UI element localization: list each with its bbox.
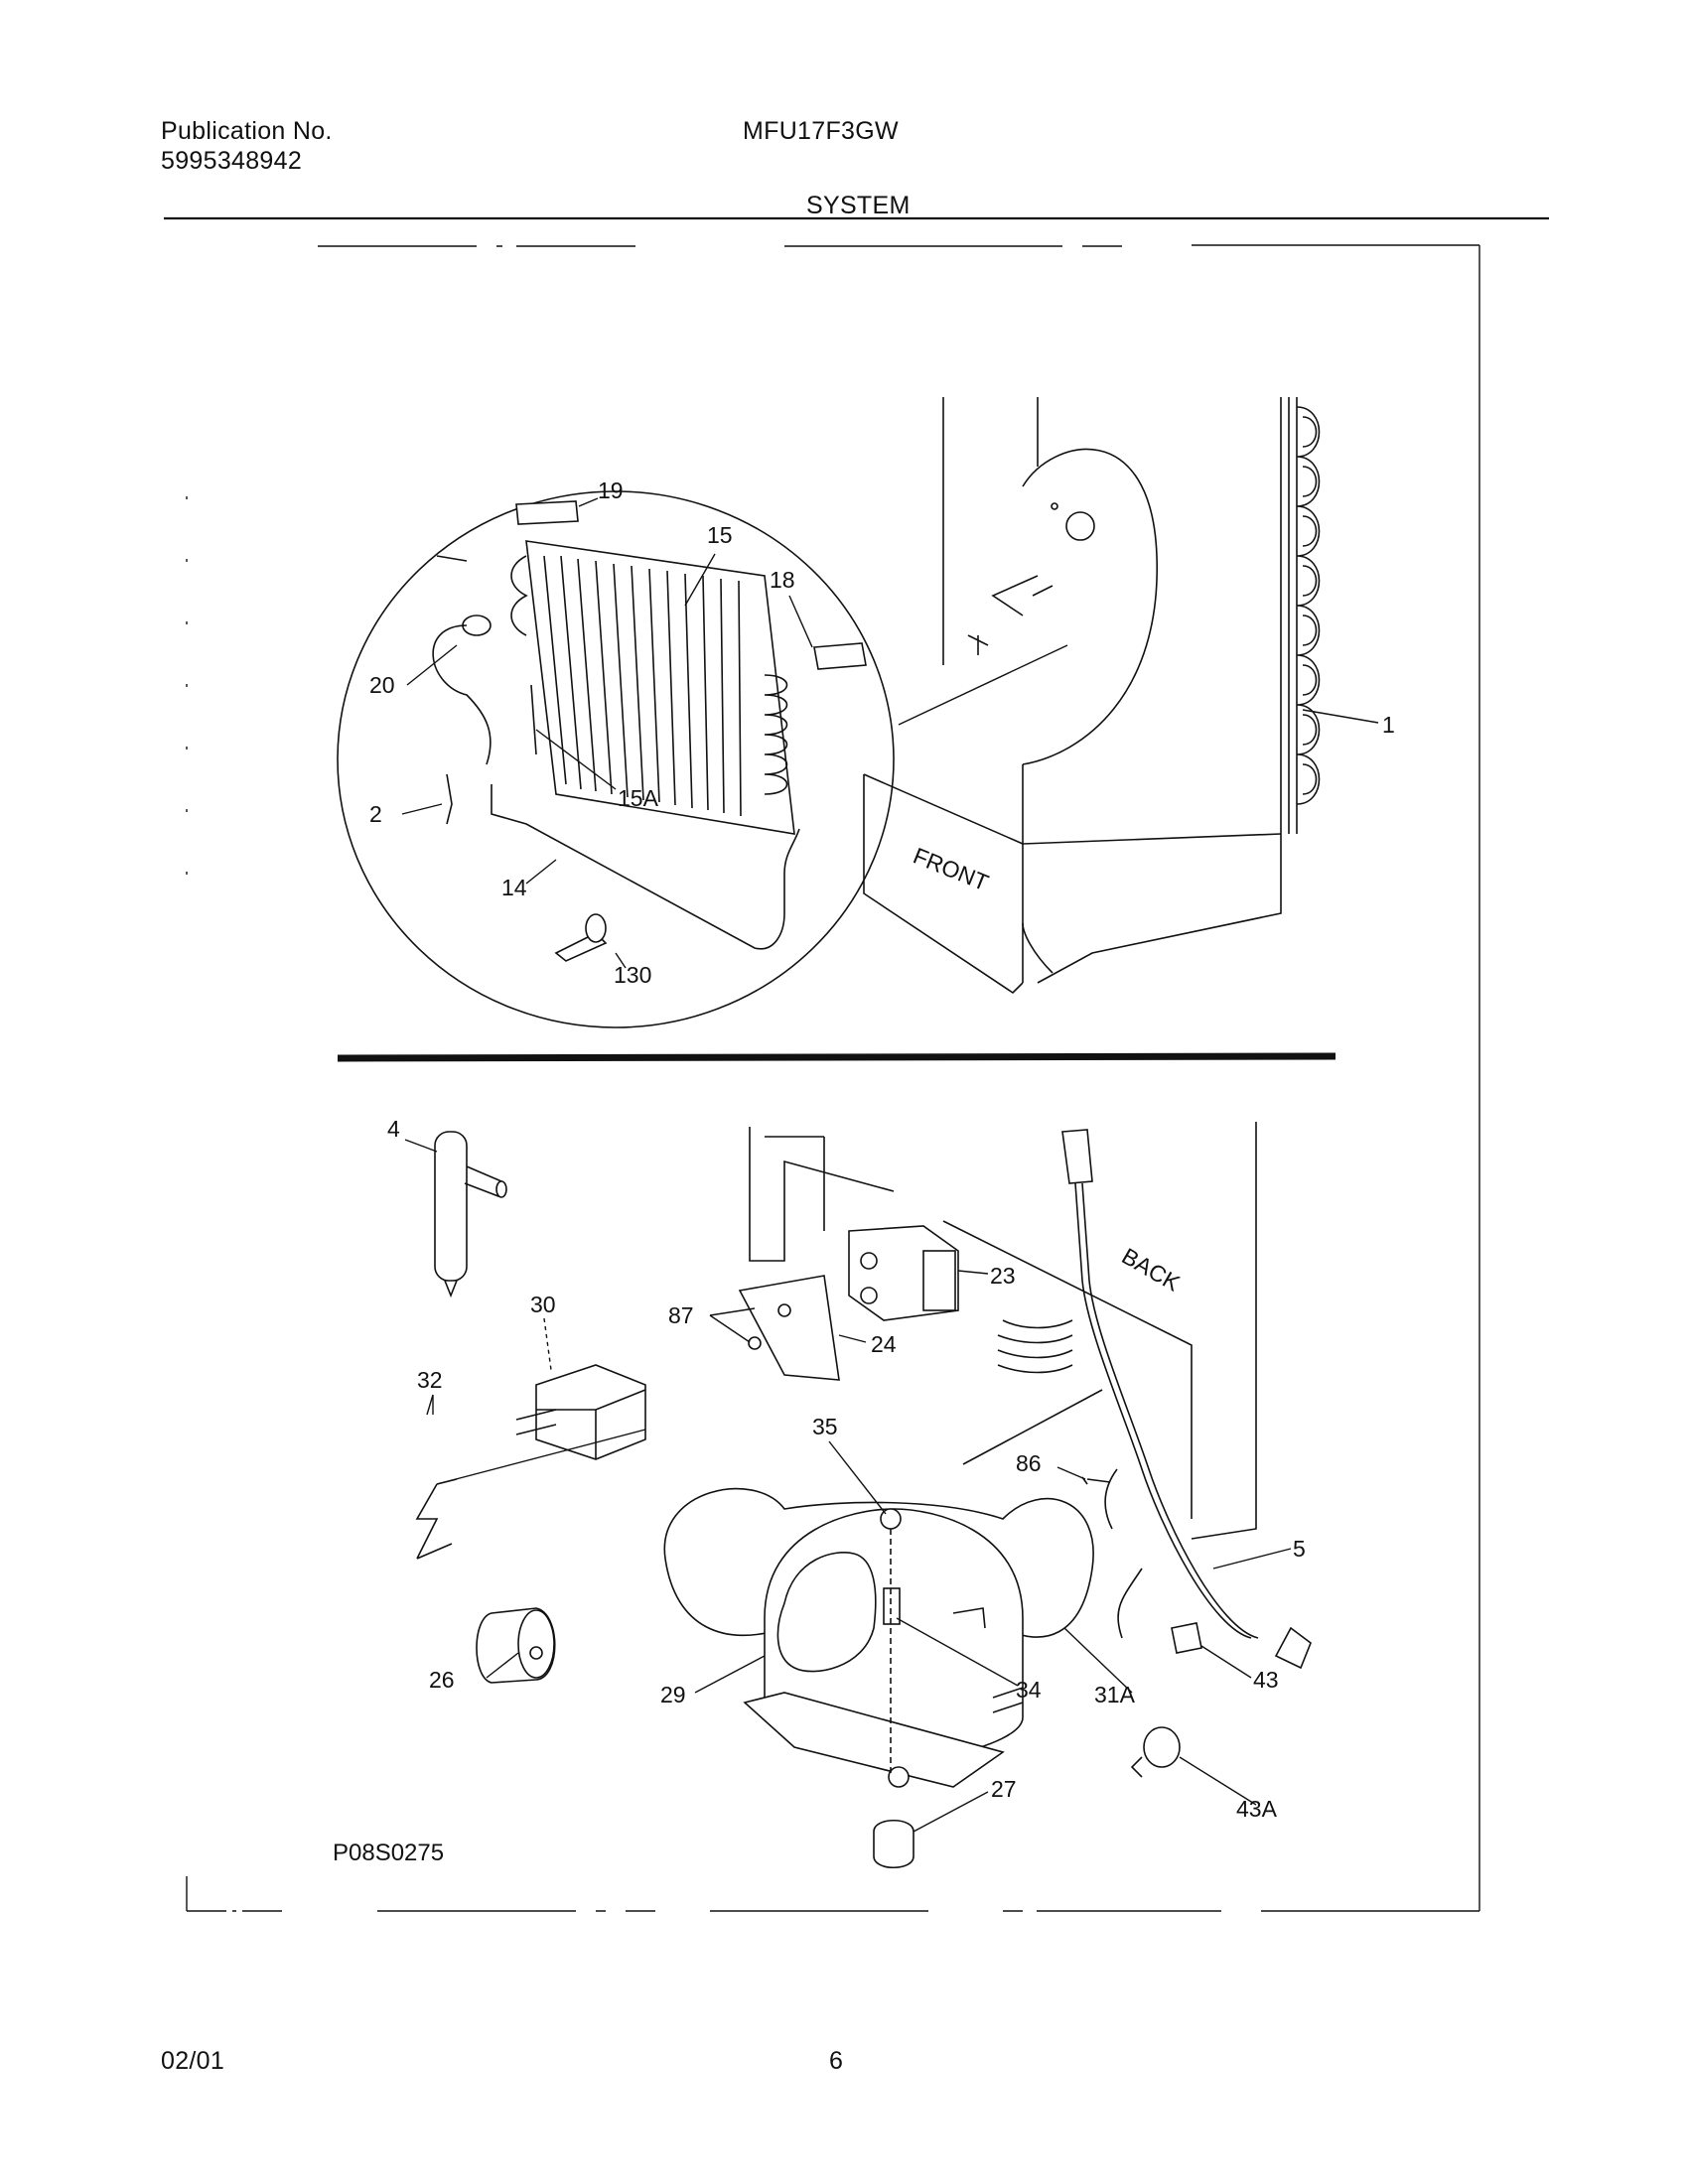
upper-leaders	[401, 497, 1379, 969]
publication-number: 5995348942	[161, 147, 303, 175]
callout-86: 86	[1016, 1450, 1042, 1476]
pad-19	[515, 500, 579, 525]
callout-43: 43	[1253, 1667, 1279, 1693]
callout-19: 19	[598, 478, 624, 503]
callout-87: 87	[668, 1302, 694, 1328]
callout-2: 2	[369, 801, 382, 827]
sensor-20	[432, 555, 492, 765]
callout-31a: 31A	[1094, 1682, 1136, 1707]
condenser-coil	[1280, 397, 1321, 834]
page-number: 6	[829, 2047, 844, 2075]
grommet-34-screw-35	[880, 1508, 902, 1777]
clamp-43a	[1130, 1726, 1181, 1778]
callout-35: 35	[812, 1414, 838, 1439]
tube-14	[491, 784, 800, 950]
callout-24: 24	[871, 1331, 897, 1357]
callout-130: 130	[614, 962, 651, 988]
callout-32: 32	[417, 1367, 443, 1393]
callout-1: 1	[1382, 712, 1395, 738]
section-divider	[337, 1052, 1336, 1062]
callout-30: 30	[530, 1292, 556, 1317]
cabinet-back	[749, 1122, 1257, 1540]
detail-circle	[337, 490, 895, 1028]
model-number: MFU17F3GW	[743, 117, 899, 145]
clip-43	[1171, 1622, 1202, 1654]
plug-130	[554, 913, 608, 962]
detail-pointer	[898, 644, 1068, 726]
wire-32	[415, 1478, 458, 1560]
front-label: FRONT	[910, 843, 992, 896]
callout-15a: 15A	[618, 785, 659, 811]
wire-32-line	[436, 1429, 646, 1485]
callout-18: 18	[770, 567, 795, 593]
callout-14: 14	[501, 875, 527, 900]
relay-30	[515, 1364, 646, 1460]
power-cord-5	[997, 1129, 1312, 1670]
grommet-27	[873, 1820, 914, 1868]
relay-23	[848, 1225, 959, 1321]
callout-29: 29	[660, 1682, 686, 1707]
drier-4	[434, 1131, 507, 1298]
lower-leaders	[404, 1139, 1292, 1833]
callout-20: 20	[369, 672, 395, 698]
evaporator	[510, 540, 795, 835]
callout-34: 34	[1016, 1677, 1042, 1703]
screws-87	[748, 1303, 791, 1350]
bracket-24	[738, 1275, 840, 1381]
callout-5: 5	[1293, 1536, 1306, 1562]
diagram-frame	[186, 244, 1480, 1912]
callout-4: 4	[387, 1116, 400, 1142]
pad-18	[813, 642, 867, 670]
footer-date: 02/01	[161, 2047, 225, 2075]
compressor-29	[743, 1508, 1024, 1788]
callout-23: 23	[990, 1263, 1016, 1289]
callout-15: 15	[707, 522, 733, 548]
callout-43a: 43A	[1236, 1796, 1278, 1822]
publication-label: Publication No.	[161, 117, 333, 145]
callout-27: 27	[991, 1776, 1017, 1802]
back-label: BACK	[1118, 1243, 1186, 1297]
heater-15a	[530, 684, 537, 755]
screw-86	[1081, 1476, 1111, 1485]
diagram-code: P08S0275	[333, 1840, 445, 1866]
clip-2	[446, 773, 453, 825]
capacitor-26	[476, 1607, 556, 1684]
freezer-cabinet	[863, 397, 1282, 995]
section-title: SYSTEM	[806, 192, 911, 219]
callout-26: 26	[429, 1667, 455, 1693]
